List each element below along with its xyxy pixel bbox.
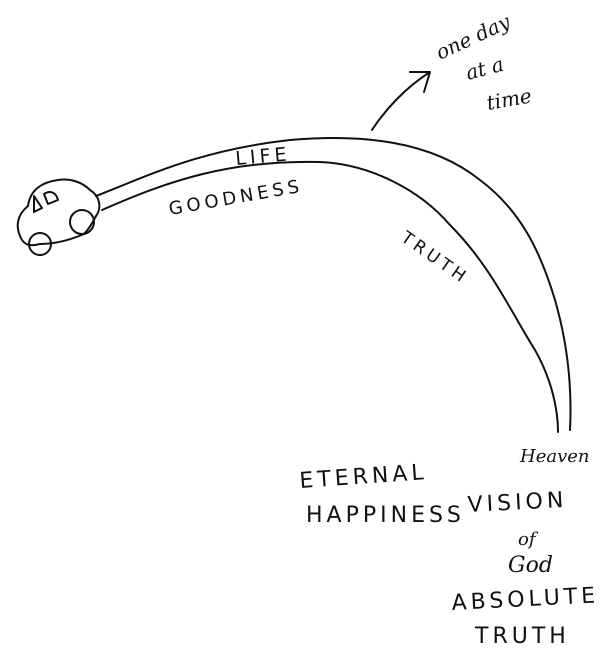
arrow-note-line-3: time — [485, 83, 534, 114]
vision-text: VISION — [467, 488, 568, 518]
eternal-text: ETERNAL — [299, 460, 429, 494]
car-icon — [16, 178, 101, 256]
road-lower-edge — [101, 160, 559, 433]
heaven-text: Heaven — [519, 446, 590, 467]
arrow-note-line-1: one day — [432, 9, 515, 64]
road-lower-label: GOODNESS — [167, 176, 304, 220]
road-upper-edge — [95, 137, 572, 431]
arrow-head-icon — [409, 71, 431, 93]
happiness-text: HAPPINESS — [306, 503, 465, 528]
absolute-truth-text: TRUTH — [474, 624, 570, 649]
of-text: of — [518, 529, 539, 550]
god-text: God — [508, 553, 553, 578]
arrow-line — [371, 71, 431, 131]
arrow-note-line-2: at a — [463, 52, 506, 85]
absolute-text: ABSOLUTE — [451, 583, 600, 616]
road-upper-label: LIFE — [235, 143, 292, 170]
